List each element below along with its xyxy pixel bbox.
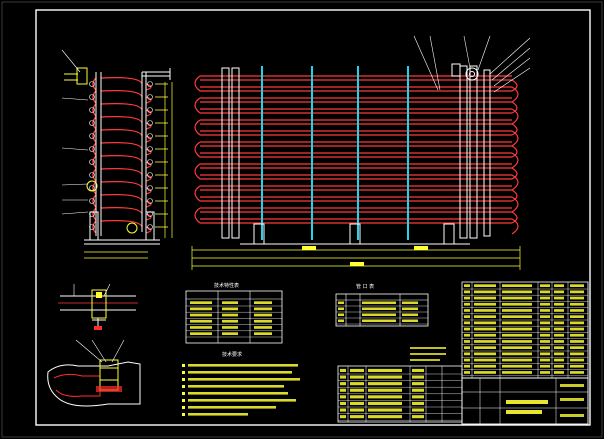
parts-list (461, 281, 589, 379)
tech-requirements: 技术要求 (182, 351, 300, 416)
detail-view-flange (47, 339, 141, 407)
drawing-frame (35, 9, 591, 426)
nozzle-table-title: 管 口 表 (356, 283, 374, 290)
title-block (461, 377, 589, 425)
front-view (191, 35, 531, 270)
tech-table-title: 技术特性表 (214, 282, 239, 289)
nozzle-table: 管 口 表 (335, 283, 446, 361)
bottom-parts-list (337, 365, 463, 423)
tech-characteristics-table: 技术特性表 (185, 282, 283, 344)
side-view (61, 49, 173, 259)
tech-requirements-title: 技术要求 (222, 351, 242, 358)
detail-view-weld (58, 283, 138, 330)
